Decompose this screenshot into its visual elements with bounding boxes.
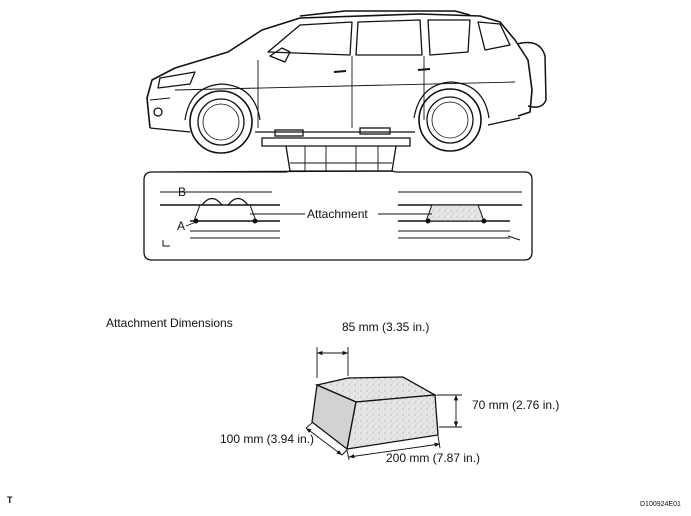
- attachment-label: Attachment: [307, 207, 368, 221]
- footer-left-mark: T: [7, 495, 13, 505]
- figure-code: D100924E01: [640, 501, 681, 508]
- dimensions-title: Attachment Dimensions: [106, 316, 233, 330]
- dim-length-label: 200 mm (7.87 in.): [386, 451, 480, 465]
- dimension-lines: [305, 347, 462, 461]
- label-a: A: [177, 219, 185, 233]
- label-b: B: [178, 185, 186, 199]
- attachment-detail-callout: [143, 170, 533, 261]
- lift-platform: [261, 127, 411, 172]
- vehicle-illustration: [146, 10, 547, 154]
- dim-height-label: 70 mm (2.76 in.): [472, 398, 559, 412]
- attachment-block-3d: [311, 376, 439, 451]
- dim-width-label: 100 mm (3.94 in.): [220, 432, 314, 446]
- dim-depth-label: 85 mm (3.35 in.): [342, 320, 429, 334]
